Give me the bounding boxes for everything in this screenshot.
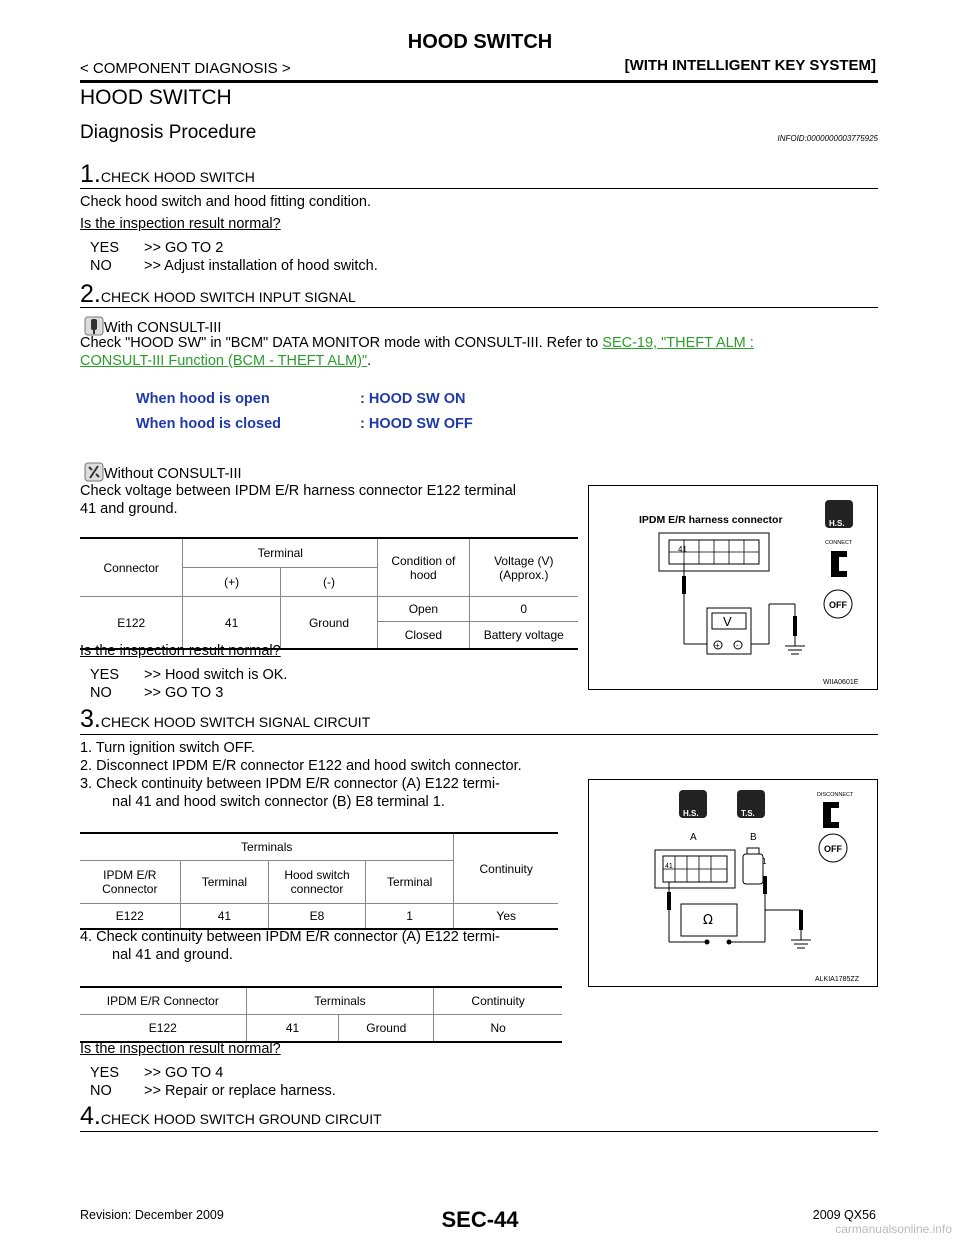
step-1-no: NO>> Adjust installation of hood switch.	[90, 258, 378, 274]
continuity-diagram: H.S. T.S. DISCONNECT OFF A B 41 1 Ω	[654, 790, 860, 983]
no-consult-icon	[84, 462, 104, 482]
header-right: [WITH INTELLIGENT KEY SYSTEM]	[624, 57, 876, 74]
section-title: HOOD SWITCH	[80, 86, 232, 109]
continuity-table-2: IPDM E/R Connector Terminals Continuity …	[80, 986, 562, 1043]
step-2-text2-line1: Check voltage between IPDM E/R harness c…	[80, 483, 517, 499]
svg-text:1: 1	[762, 857, 767, 866]
step-2-heading: 2.CHECK HOOD SWITCH INPUT SIGNAL	[80, 280, 356, 308]
step-2-yes: YES>> Hood switch is OK.	[90, 667, 288, 683]
voltage-table: Connector Terminal Condition of hood Vol…	[80, 537, 578, 650]
cond-closed: When hood is closed	[136, 416, 282, 432]
step-2-question: Is the inspection result normal?	[80, 643, 281, 659]
step-3-item-4-cont: nal 41 and ground.	[112, 947, 233, 963]
step-rule	[80, 734, 878, 735]
svg-text:OFF: OFF	[824, 844, 842, 854]
with-consult-line: With CONSULT-III	[80, 316, 221, 337]
step-3-item-3-cont: nal 41 and hood switch connector (B) E8 …	[112, 794, 445, 810]
svg-text:DISCONNECT: DISCONNECT	[817, 792, 854, 798]
svg-text:+: +	[715, 641, 720, 650]
step-3-item-2: 2. Disconnect IPDM E/R connector E122 an…	[80, 758, 522, 774]
step-3-heading: 3.CHECK HOOD SWITCH SIGNAL CIRCUIT	[80, 705, 371, 733]
svg-text:OFF: OFF	[829, 600, 847, 610]
step-3-item-3: 3. Check continuity between IPDM E/R con…	[80, 776, 500, 792]
step-rule	[80, 188, 878, 189]
svg-text:ALKIA1785ZZ: ALKIA1785ZZ	[815, 976, 860, 983]
svg-text:V: V	[723, 614, 732, 629]
step-rule	[80, 1131, 878, 1132]
header-rule	[80, 80, 878, 83]
step-3-item-4: 4. Check continuity between IPDM E/R con…	[80, 929, 500, 945]
step-1-question: Is the inspection result normal?	[80, 216, 281, 232]
figure-voltage-check: IPDM E/R harness connector 41 V + - H.S.…	[588, 485, 878, 690]
fig-label: IPDM E/R harness connector	[639, 514, 783, 526]
svg-text:WIIA0601E: WIIA0601E	[823, 679, 859, 686]
svg-text:A: A	[690, 832, 697, 843]
subsection-title: Diagnosis Procedure	[80, 122, 257, 143]
voltage-diagram: IPDM E/R harness connector 41 V + - H.S.…	[639, 500, 859, 686]
step-rule	[80, 307, 878, 308]
step-2-text2-line2: 41 and ground.	[80, 501, 178, 517]
step-3-no: NO>> Repair or replace harness.	[90, 1083, 336, 1099]
continuity-table-1: Terminals Continuity IPDM E/R Connector …	[80, 832, 558, 930]
step-1-heading: 1.CHECK HOOD SWITCH	[80, 160, 255, 189]
watermark: carmanualsonline.info	[835, 1222, 952, 1236]
cond-closed-value: : HOOD SW OFF	[360, 416, 473, 432]
step-number: 1.	[80, 160, 101, 188]
step-1-yes: YES>> GO TO 2	[90, 240, 224, 256]
step-3-question: Is the inspection result normal?	[80, 1041, 281, 1057]
svg-text:Ω: Ω	[703, 913, 713, 928]
svg-text:H.S.: H.S.	[829, 519, 845, 528]
svg-text:H.S.: H.S.	[683, 809, 699, 818]
svg-text:B: B	[750, 832, 757, 843]
sec-19-link[interactable]: SEC-19, "THEFT ALM :	[602, 335, 754, 351]
step-title: CHECK HOOD SWITCH	[100, 169, 255, 185]
svg-text:T.S.: T.S.	[741, 809, 755, 818]
page-title: HOOD SWITCH	[407, 31, 553, 53]
svg-text:-: -	[736, 641, 739, 650]
step-4-heading: 4.CHECK HOOD SWITCH GROUND CIRCUIT	[80, 1102, 382, 1130]
cond-open-value: : HOOD SW ON	[360, 391, 466, 407]
header-left: < COMPONENT DIAGNOSIS >	[80, 60, 291, 77]
figure-continuity-check: H.S. T.S. DISCONNECT OFF A B 41 1 Ω	[588, 779, 878, 987]
step-1-text: Check hood switch and hood fitting condi…	[80, 194, 371, 210]
footer-revision: Revision: December 2009	[80, 1208, 224, 1222]
footer-page: SEC-44	[441, 1207, 519, 1232]
consult-icon	[84, 316, 104, 336]
sec-19-link-cont[interactable]: CONSULT-III Function (BCM - THEFT ALM)"	[80, 353, 368, 369]
step-2-text: Check "HOOD SW" in "BCM" DATA MONITOR mo…	[80, 335, 754, 369]
footer-model: 2009 QX56	[812, 1208, 876, 1222]
step-3-yes: YES>> GO TO 4	[90, 1065, 224, 1081]
svg-text:41: 41	[678, 545, 687, 554]
step-3-item-1: 1. Turn ignition switch OFF.	[80, 740, 255, 756]
cond-open: When hood is open	[136, 391, 270, 407]
step-2-no: NO>> GO TO 3	[90, 685, 224, 701]
svg-text:41: 41	[665, 863, 673, 870]
without-consult-line: Without CONSULT-III	[80, 462, 242, 483]
svg-text:CONNECT: CONNECT	[825, 540, 853, 546]
info-id: INFOID:0000000003775925	[777, 134, 878, 143]
